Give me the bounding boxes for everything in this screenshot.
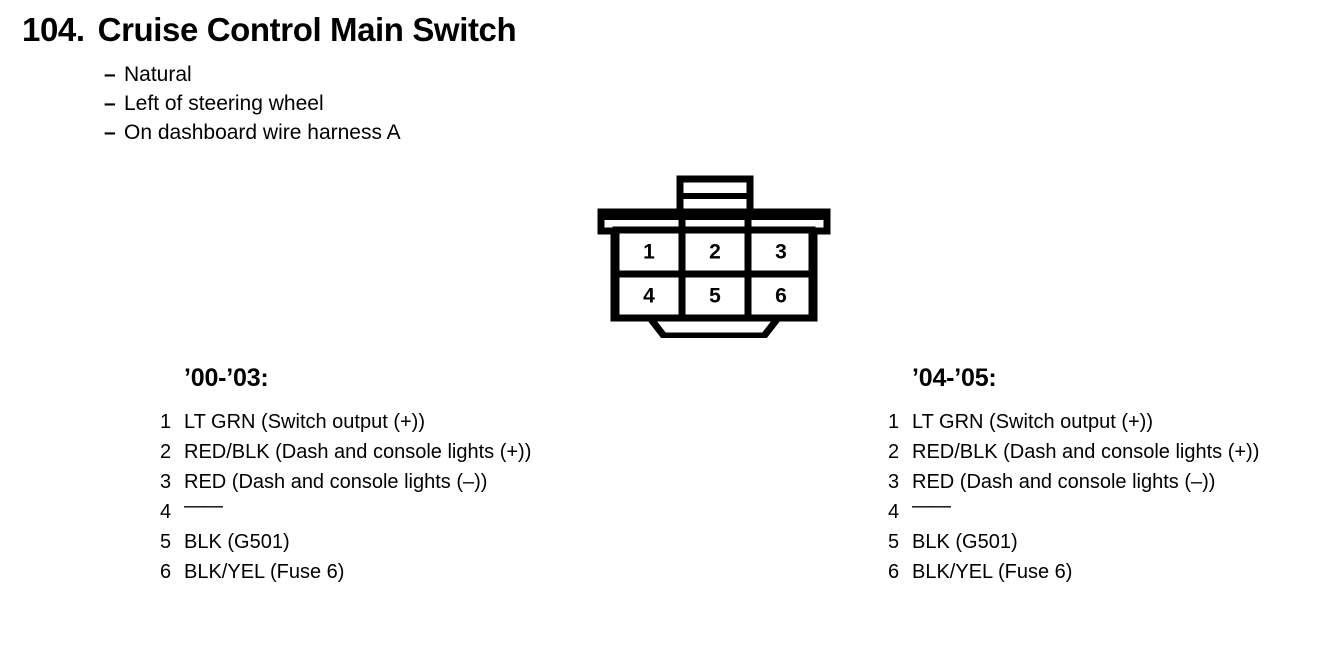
pin-description: —— xyxy=(912,495,951,517)
pin-number: 3 xyxy=(160,471,172,493)
connector-pin-6: 6 xyxy=(775,285,787,308)
dash-bullet-icon: – xyxy=(104,92,116,115)
pin-number: 1 xyxy=(160,411,172,433)
pin-number: 4 xyxy=(160,501,172,523)
connector-pin-2: 2 xyxy=(709,241,721,264)
pin-description: BLK/YEL (Fuse 6) xyxy=(184,561,345,583)
connector-diagram: 1 2 3 4 5 6 xyxy=(588,170,840,338)
pin-number: 6 xyxy=(160,561,172,583)
flange-bar xyxy=(601,212,827,220)
pin-description: BLK (G501) xyxy=(912,531,1018,553)
pin-number: 4 xyxy=(888,501,900,523)
pin-list-item: 1 LT GRN (Switch output (+)) xyxy=(888,407,1259,437)
attribute-label: Natural xyxy=(124,63,192,86)
pin-list-item: 4 —— xyxy=(160,495,531,527)
connector-svg: 1 2 3 4 5 6 xyxy=(597,175,831,338)
pinout-column-00-03: ’00-’03: 1 LT GRN (Switch output (+)) 2 … xyxy=(160,363,531,587)
pin-list-item: 2 RED/BLK (Dash and console lights (+)) xyxy=(160,437,531,467)
bottom-keying-tab xyxy=(642,314,786,338)
pin-number: 5 xyxy=(160,531,172,553)
pin-description: RED (Dash and console lights (–)) xyxy=(912,471,1216,493)
heading-block: 104. Cruise Control Main Switch – Natura… xyxy=(22,10,922,147)
pin-description: LT GRN (Switch output (+)) xyxy=(912,411,1153,433)
pin-list-item: 6 BLK/YEL (Fuse 6) xyxy=(888,557,1259,587)
pin-list-item: 5 BLK (G501) xyxy=(160,527,531,557)
connector-pin-4: 4 xyxy=(643,285,655,308)
pin-number: 2 xyxy=(888,441,900,463)
connector-pin-5: 5 xyxy=(709,285,721,308)
pin-number: 2 xyxy=(160,441,172,463)
pin-list-item: 5 BLK (G501) xyxy=(888,527,1259,557)
pin-description: RED/BLK (Dash and console lights (+)) xyxy=(184,441,532,463)
attribute-label: Left of steering wheel xyxy=(124,92,324,115)
pin-list-item: 1 LT GRN (Switch output (+)) xyxy=(160,407,531,437)
pin-list-item: 6 BLK/YEL (Fuse 6) xyxy=(160,557,531,587)
connector-pin-3: 3 xyxy=(775,241,787,264)
pin-list-item: 4 —— xyxy=(888,495,1259,527)
page-title: 104. Cruise Control Main Switch xyxy=(22,10,922,50)
pinout-column-04-05: ’04-’05: 1 LT GRN (Switch output (+)) 2 … xyxy=(888,363,1259,587)
pin-number: 5 xyxy=(888,531,900,553)
pin-description: —— xyxy=(184,495,223,517)
pin-number: 6 xyxy=(888,561,900,583)
pin-description: LT GRN (Switch output (+)) xyxy=(184,411,425,433)
pin-description: BLK (G501) xyxy=(184,531,290,553)
pin-list-item: 2 RED/BLK (Dash and console lights (+)) xyxy=(888,437,1259,467)
attribute-label: On dashboard wire harness A xyxy=(124,121,401,144)
pin-number: 3 xyxy=(888,471,900,493)
attribute-list: – Natural – Left of steering wheel – On … xyxy=(22,60,922,147)
attribute-item: – Natural xyxy=(104,60,922,89)
pin-description: BLK/YEL (Fuse 6) xyxy=(912,561,1073,583)
column-heading: ’04-’05: xyxy=(912,364,997,392)
dash-bullet-icon: – xyxy=(104,121,116,144)
entry-title: Cruise Control Main Switch xyxy=(97,11,517,48)
connector-pin-1: 1 xyxy=(643,241,655,264)
pin-description: RED/BLK (Dash and console lights (+)) xyxy=(912,441,1260,463)
entry-number: 104. xyxy=(22,11,85,48)
pin-list-item: 3 RED (Dash and console lights (–)) xyxy=(160,467,531,497)
attribute-item: – On dashboard wire harness A xyxy=(104,118,922,147)
column-heading: ’00-’03: xyxy=(184,364,269,392)
attribute-item: – Left of steering wheel xyxy=(104,89,922,118)
pin-description: RED (Dash and console lights (–)) xyxy=(184,471,488,493)
dash-bullet-icon: – xyxy=(104,63,116,86)
pin-number: 1 xyxy=(888,411,900,433)
pin-list-item: 3 RED (Dash and console lights (–)) xyxy=(888,467,1259,497)
